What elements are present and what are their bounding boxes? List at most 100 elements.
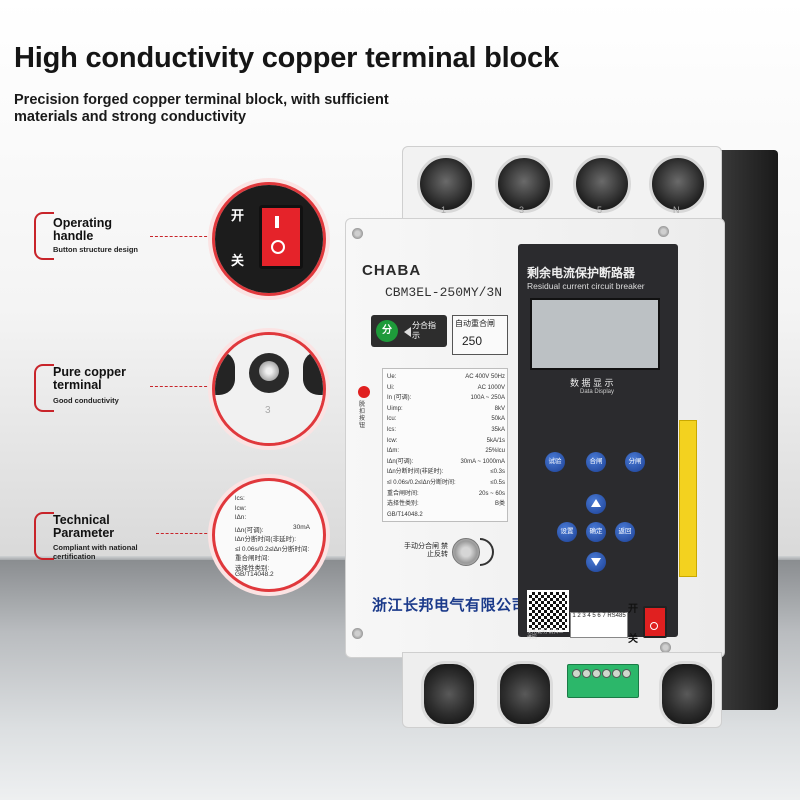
screw <box>582 669 591 678</box>
callout-leader-line <box>150 236 212 237</box>
zoom-spec-line: lΔn分断时间(非延时): <box>235 536 297 543</box>
terminal-number: 3 <box>265 405 271 416</box>
spec-key: ≤l 0.06s/0.2≤lΔn分断时间: <box>387 480 456 486</box>
qr-code-label: 使用说明 请扫二维码 <box>527 629 564 641</box>
spec-value: ≤0.5s <box>490 480 505 486</box>
spec-row: 选择性类别: B类 <box>387 500 505 508</box>
spec-key: GB/T14048.2 <box>387 511 423 518</box>
spec-value: 50kA <box>491 416 505 423</box>
panel-title-english: Residual current circuit breaker <box>527 281 645 291</box>
spec-key: Ue: <box>387 374 397 380</box>
terminal-hole <box>421 661 477 727</box>
down-arrow-key[interactable] <box>586 552 606 572</box>
spec-value: AC 400V 50Hz <box>465 374 505 380</box>
pole-label: 5 <box>597 205 603 215</box>
callout-description: Compliant with national certification <box>53 543 138 561</box>
qr-code-icon <box>527 590 569 632</box>
screw <box>352 628 363 639</box>
switch-off-label: 关 <box>628 634 638 645</box>
zoom-operating-handle: 开 关 <box>212 182 326 296</box>
screw <box>612 669 621 678</box>
test-key[interactable]: 试验 <box>545 452 565 472</box>
manual-knob-label: 手动分合闸 禁止反转 <box>404 543 448 558</box>
warning-sticker <box>679 420 697 577</box>
screw <box>622 669 631 678</box>
top-terminal-block: 1 3 5 N <box>402 146 722 224</box>
screw <box>658 226 669 237</box>
company-name: 浙江长邦电气有限公司 <box>372 597 528 614</box>
back-key[interactable]: 返回 <box>615 522 635 542</box>
indicator-button[interactable]: 分 <box>376 320 398 342</box>
zoom-spec-line: 重合闸时间: <box>235 555 270 562</box>
close-key[interactable]: 合闸 <box>586 452 606 472</box>
callout-title: Pure copper terminal <box>53 365 126 392</box>
callout-title: Operating handle <box>53 216 113 243</box>
power-rocker-switch[interactable] <box>643 606 667 638</box>
panel-title: 剩余电流保护断路器 <box>527 266 636 280</box>
zoom-spec-line: lcs: <box>235 495 245 502</box>
arrow-up-icon <box>591 499 601 507</box>
spec-row: Uimp: 8kV <box>387 405 505 413</box>
zoom-spec-value: 30mA <box>293 523 310 531</box>
spec-value: 35kA <box>491 427 505 433</box>
breaker-side-shadow <box>718 150 778 710</box>
spec-row: Ui:AC 1000V <box>387 384 505 392</box>
spec-value: 30mA ~ 1000mA <box>460 458 505 465</box>
auto-reclose-label: 自动重合闸 <box>455 319 495 328</box>
terminal-hole <box>649 155 707 213</box>
spec-row: Ue: AC 400V 50Hz <box>387 373 505 381</box>
zoom-spec-label: lcs:lcw:lΔn:lΔn(可调):lΔn分断时间(非延时):≤l 0.06… <box>212 478 326 592</box>
switch-on-label: 开 <box>628 604 638 615</box>
spec-key: 选择性类别: <box>387 501 419 508</box>
switch-off-label: 关 <box>231 253 245 268</box>
callout-leader-line <box>156 533 212 534</box>
rs485-port-label: 1 2 3 4 5 6 7 RS485 <box>570 612 628 638</box>
zoom-copper-terminal: 3 <box>212 332 326 446</box>
zoom-spec-line: lcw: <box>235 504 247 512</box>
page-subtitle: Precision forged copper terminal block, … <box>14 92 389 125</box>
bottom-terminal-block <box>402 652 722 728</box>
spec-key: lΔn分断时间(非延时): <box>387 469 444 476</box>
confirm-key[interactable]: 确定 <box>586 522 606 542</box>
spec-value: 100A ~ 250A <box>470 395 505 402</box>
indicator-label: 分合指示 <box>412 321 436 340</box>
spec-value: 8kV <box>494 405 505 412</box>
up-arrow-key[interactable] <box>586 494 606 514</box>
lcd-screen <box>530 298 660 370</box>
manual-operation-knob[interactable] <box>452 538 480 566</box>
spec-row: lΔm: 25%lcu <box>387 447 505 455</box>
callout-leader-line <box>150 386 212 387</box>
terminal-hole <box>495 155 553 213</box>
arrow-down-icon <box>591 558 601 566</box>
screw <box>352 228 363 239</box>
spec-row: GB/T14048.2 <box>387 511 505 519</box>
callout-bracket <box>34 212 54 260</box>
callout-bracket <box>34 512 54 560</box>
spec-value: 25%lcu <box>485 448 505 455</box>
pole-label: 3 <box>519 205 525 215</box>
rocker-switch-icon <box>259 205 303 269</box>
terminal-screw-icon <box>259 361 279 381</box>
trip-button[interactable] <box>358 386 370 398</box>
switch-on-label: 开 <box>231 208 245 223</box>
spec-key: Uimp: <box>387 405 403 412</box>
spec-value: B类 <box>494 501 505 508</box>
set-key[interactable]: 设置 <box>557 522 577 542</box>
open-key[interactable]: 分闸 <box>625 452 645 472</box>
auto-reclose-box <box>452 315 508 355</box>
zoom-spec-line: lΔn: <box>235 514 247 521</box>
spec-row: 重合闸时间: 20s ~ 60s <box>387 490 505 498</box>
spec-key: lcu: <box>387 416 397 423</box>
indicator-arrow-icon <box>404 327 411 337</box>
spec-value: 5kA/1s <box>486 437 505 444</box>
spec-row: lcw:5kA/1s <box>387 437 505 445</box>
switch-off-mark-icon <box>650 622 658 630</box>
spec-row: In (可调):100A ~ 250A <box>387 394 505 402</box>
spec-value: 20s ~ 60s <box>478 490 505 497</box>
screw <box>572 669 581 678</box>
screw <box>660 642 671 653</box>
spec-row: lΔn分断时间(非延时):≤0.3s <box>387 468 505 476</box>
zoom-spec-line: 选择性类别: <box>235 564 270 572</box>
spec-key: 重合闸时间: <box>387 490 419 497</box>
spec-key: lΔm: <box>387 448 400 455</box>
